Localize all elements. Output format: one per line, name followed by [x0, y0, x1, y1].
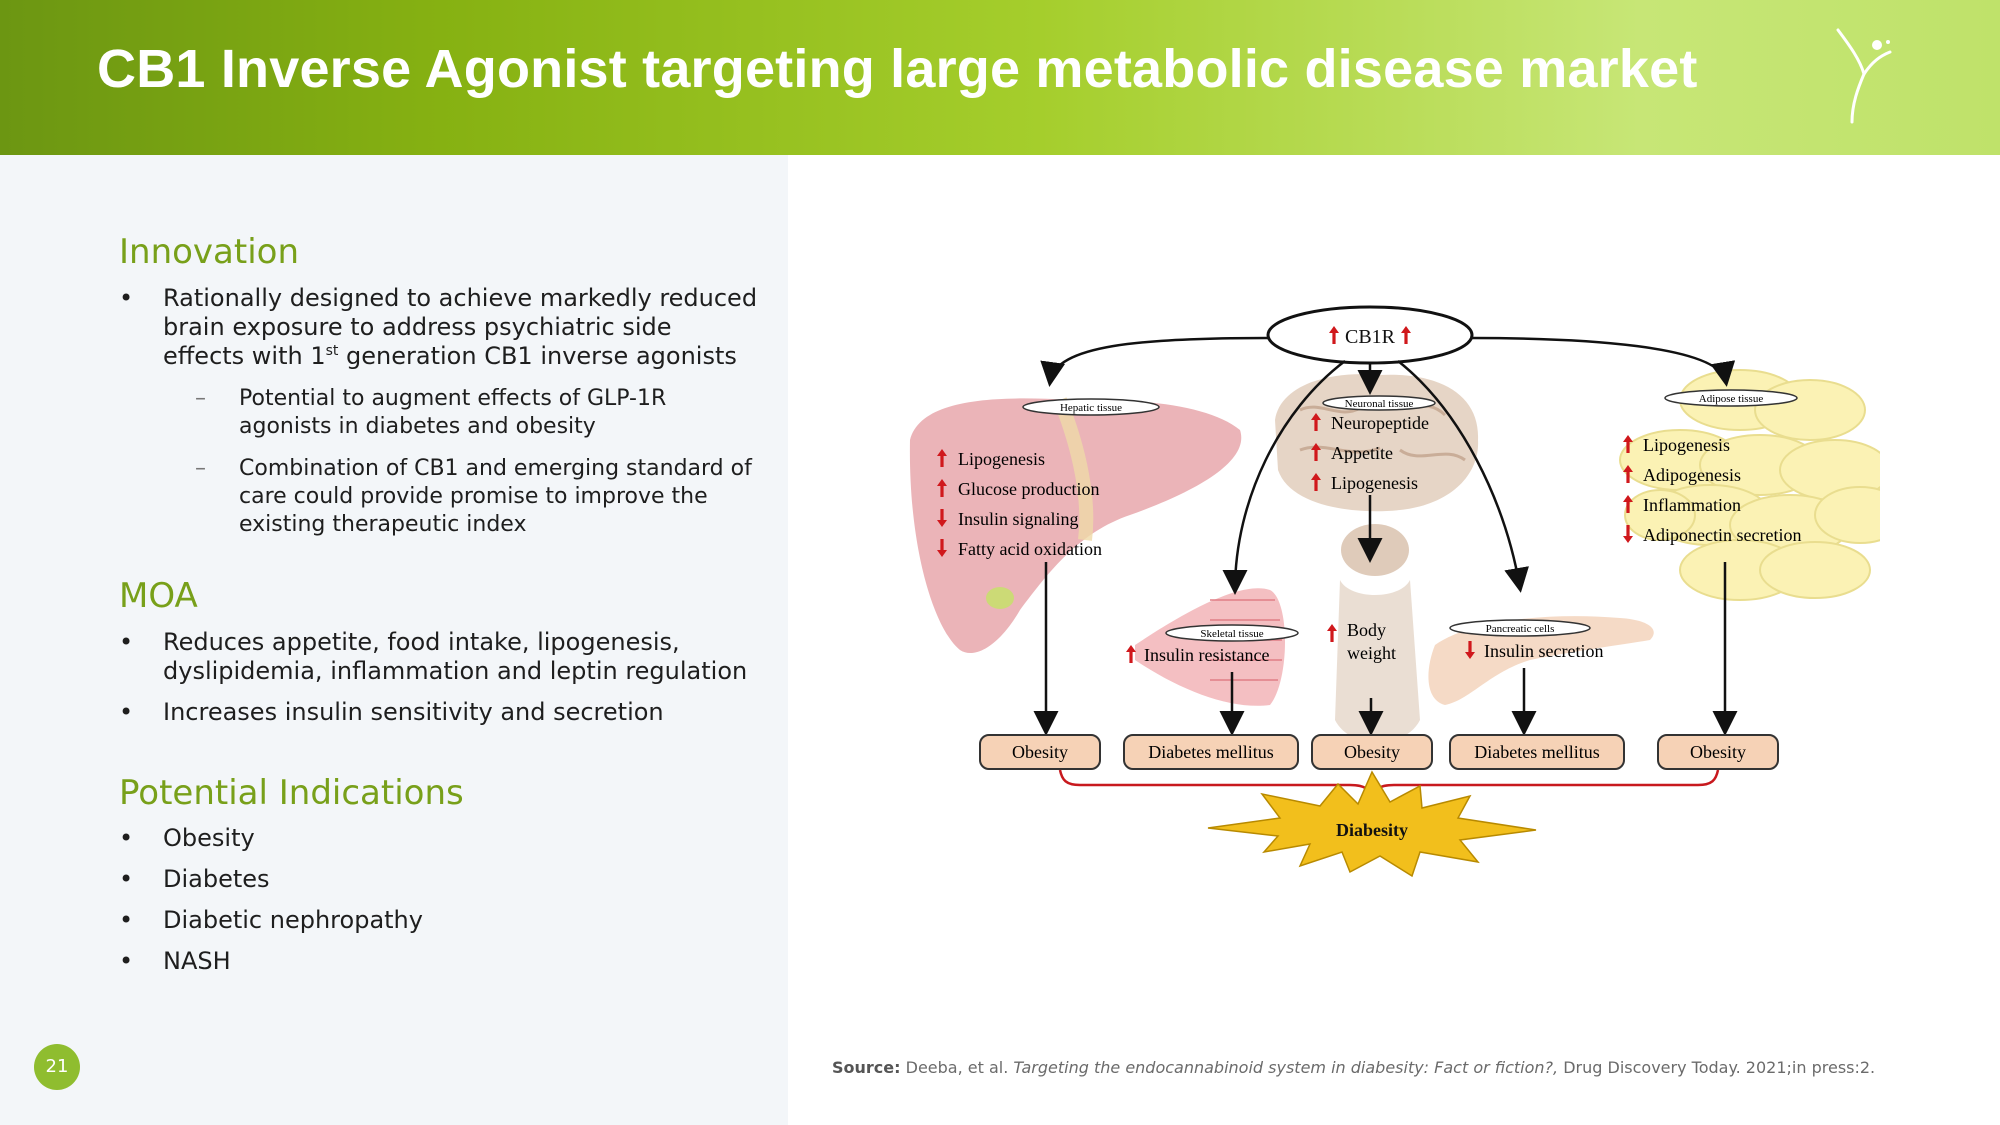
source-label: Source:: [832, 1058, 901, 1077]
diabesity-burst: [1207, 770, 1537, 878]
superscript: st: [325, 343, 339, 359]
indications-heading: Potential Indications: [119, 773, 464, 813]
source-title: Targeting the endocannabinoid system in …: [1013, 1058, 1559, 1077]
hepatic-label: Hepatic tissue: [1060, 402, 1122, 414]
bullet-icon: •: [119, 824, 134, 852]
list-item: • Obesity: [119, 824, 759, 853]
innovation-list: • Rationally designed to achieve markedl…: [119, 284, 759, 553]
cb1r-diagram: CB1R Hepatic tissue Lipogenesis Glucose …: [909, 305, 1880, 878]
page-number-badge: 21: [34, 1044, 80, 1090]
outcome-label: Diabetes mellitus: [1474, 742, 1599, 762]
source-authors: Deeba, et al.: [900, 1058, 1014, 1077]
bullet-icon: •: [119, 947, 134, 975]
adipose-effect: Adiponectin secretion: [1643, 525, 1801, 545]
adipose-effect: Lipogenesis: [1643, 435, 1730, 455]
list-item: • Diabetic nephropathy: [119, 906, 759, 935]
sub-item-text: Combination of CB1 and emerging standard…: [239, 456, 752, 537]
neuronal-effect: Lipogenesis: [1331, 473, 1418, 493]
moa-text: Increases insulin sensitivity and secret…: [163, 698, 664, 726]
source-rest: Drug Discovery Today. 2021;in press:2.: [1558, 1058, 1876, 1077]
liver-illustration: [909, 397, 1242, 654]
pancreas-illustration: [1428, 616, 1654, 705]
outcome-label: Obesity: [1690, 742, 1746, 762]
bullet-icon: •: [119, 628, 134, 656]
innovation-sub-list: – Potential to augment effects of GLP-1R…: [195, 385, 759, 539]
pancreatic-label: Pancreatic cells: [1486, 623, 1555, 635]
list-item: • Reduces appetite, food intake, lipogen…: [119, 628, 759, 686]
moa-text: Reduces appetite, food intake, lipogenes…: [163, 628, 748, 685]
bullet-icon: •: [119, 698, 134, 726]
hepatic-effect: Glucose production: [958, 479, 1099, 499]
indications-list: • Obesity • Diabetes • Diabetic nephropa…: [119, 824, 759, 988]
hepatic-effect: Fatty acid oxidation: [958, 539, 1102, 559]
indication-text: Diabetes: [163, 865, 270, 893]
list-item: • Increases insulin sensitivity and secr…: [119, 698, 759, 727]
indication-text: NASH: [163, 947, 231, 975]
list-item: • Diabetes: [119, 865, 759, 894]
pancreatic-effect: Insulin secretion: [1484, 641, 1603, 661]
header-banner: CB1 Inverse Agonist targeting large meta…: [0, 0, 2000, 155]
body-weight-line1: Body: [1347, 620, 1386, 640]
indication-text: Obesity: [163, 824, 255, 852]
sub-list-item: – Potential to augment effects of GLP-1R…: [195, 385, 759, 441]
source-citation: Source: Deeba, et al. Targeting the endo…: [832, 1058, 1875, 1077]
adipose-effect: Adipogenesis: [1643, 465, 1741, 485]
page-title: CB1 Inverse Agonist targeting large meta…: [97, 39, 1698, 99]
list-item: • Rationally designed to achieve markedl…: [119, 284, 759, 539]
left-panel: [0, 155, 788, 1125]
sub-list-item: – Combination of CB1 and emerging standa…: [195, 455, 759, 539]
outcome-label: Obesity: [1344, 742, 1400, 762]
hepatic-effect: Lipogenesis: [958, 449, 1045, 469]
outcome-label: Obesity: [1012, 742, 1068, 762]
skeletal-label: Skeletal tissue: [1200, 628, 1263, 640]
neuronal-label: Neuronal tissue: [1345, 398, 1414, 410]
dash-icon: –: [195, 456, 206, 481]
innovation-heading: Innovation: [119, 232, 300, 272]
moa-list: • Reduces appetite, food intake, lipogen…: [119, 628, 759, 739]
bullet-icon: •: [119, 284, 134, 312]
company-logo-icon: [1836, 28, 1892, 124]
outcome-label: Diabetes mellitus: [1148, 742, 1273, 762]
innovation-text: Rationally designed to achieve markedly …: [163, 284, 758, 370]
neuronal-effect: Appetite: [1331, 443, 1393, 463]
moa-heading: MOA: [119, 576, 198, 616]
cb1r-label: CB1R: [1345, 326, 1396, 348]
adipose-label: Adipose tissue: [1699, 393, 1764, 405]
indication-text: Diabetic nephropathy: [163, 906, 423, 934]
list-item: • NASH: [119, 947, 759, 976]
bullet-icon: •: [119, 906, 134, 934]
body-weight-line2: weight: [1347, 643, 1396, 663]
red-bracket: [1058, 769, 1720, 799]
brain-illustration: [1275, 374, 1479, 743]
adipose-illustration: [1619, 369, 1880, 601]
dash-icon: –: [195, 386, 206, 411]
skeletal-effect: Insulin resistance: [1144, 645, 1269, 665]
sub-item-text: Potential to augment effects of GLP-1R a…: [239, 386, 667, 439]
outcome-boxes: Obesity Diabetes mellitus Obesity Diabet…: [979, 734, 1779, 770]
bullet-icon: •: [119, 865, 134, 893]
diabesity-label: Diabesity: [1336, 820, 1408, 840]
neuronal-effect: Neuropeptide: [1331, 413, 1429, 433]
innovation-text-end: generation CB1 inverse agonists: [338, 342, 737, 370]
hepatic-effect: Insulin signaling: [958, 509, 1079, 529]
adipose-effect: Inflammation: [1643, 495, 1741, 515]
